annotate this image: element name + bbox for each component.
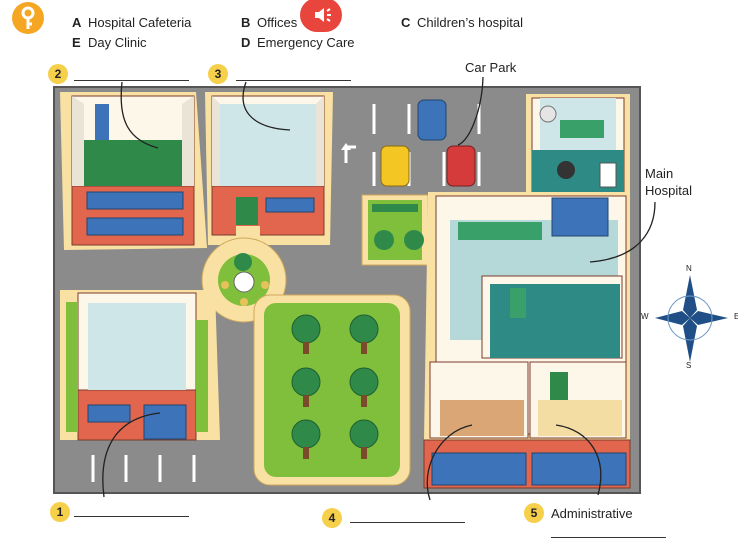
audio-button[interactable]: [300, 0, 342, 32]
compass-e: E: [734, 312, 738, 321]
blank-2-number: 2: [48, 64, 68, 84]
blank-5-number: 5: [524, 503, 544, 523]
key-icon: [21, 6, 35, 29]
car-park-label: Car Park: [465, 60, 517, 75]
main-hospital-label-line2: Hospital: [645, 183, 692, 198]
main-hospital: [423, 94, 631, 489]
building-2: [60, 92, 207, 250]
compass-s: S: [686, 361, 692, 370]
blank-3-number: 3: [208, 64, 228, 84]
key-badge: [12, 2, 44, 34]
garden: [361, 194, 429, 266]
building-3: [205, 92, 333, 245]
blank-2-line[interactable]: [74, 80, 189, 81]
building-1: [60, 290, 220, 441]
blank-4-line[interactable]: [350, 522, 465, 523]
blank-5-line[interactable]: [551, 537, 666, 538]
blank-1-line[interactable]: [74, 516, 189, 517]
pointer-arrows: [102, 76, 656, 501]
compass-w: W: [641, 312, 649, 321]
parking-lines-bottom: [91, 455, 196, 482]
blank-5-answer: Administrative: [551, 506, 633, 521]
car-park: [341, 99, 481, 187]
blank-3-line[interactable]: [236, 80, 351, 81]
blank-1-number: 1: [50, 502, 70, 522]
park: [253, 294, 411, 486]
blank-4-number: 4: [322, 508, 342, 528]
compass-n: N: [686, 264, 692, 273]
speaker-icon: [315, 8, 331, 22]
compass-rose: [655, 275, 728, 362]
main-hospital-label-line1: Main: [645, 166, 674, 181]
